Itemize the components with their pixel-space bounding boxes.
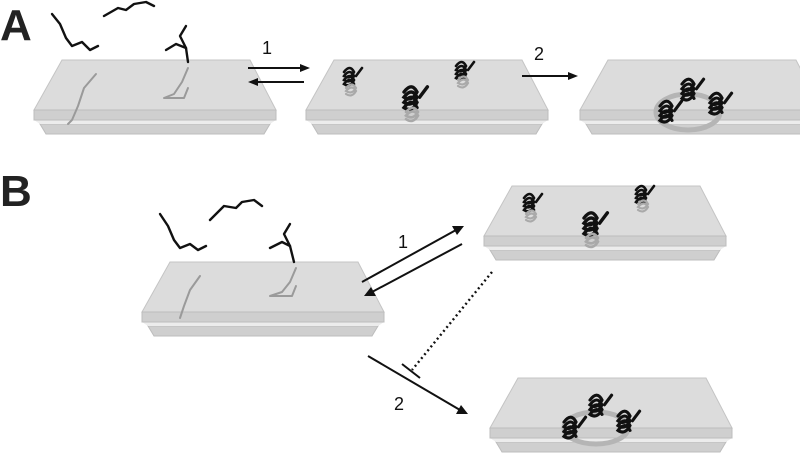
panel-b-step-1-label: 1 [398, 232, 408, 252]
panel-a-arrow-1 [248, 64, 310, 86]
panel-a-arrow-2 [522, 72, 578, 80]
panel-b-membrane-helices [483, 185, 727, 261]
panel-a-free-peptides [50, 0, 190, 125]
panel-b-arrow-1 [361, 226, 464, 296]
panel-b-inhibition [401, 271, 493, 379]
panel-b-label: B [0, 167, 32, 216]
panel-a-aggregate [653, 77, 734, 133]
panel-a-step-1-label: 1 [262, 38, 272, 58]
panel-a-label: A [0, 1, 32, 50]
panel-b-aggregate [561, 393, 642, 447]
panel-b-free-peptides [158, 198, 297, 319]
panel-a-membrane-helices [305, 59, 549, 135]
panel-b-membrane-unfolded [141, 261, 385, 337]
panel-a-step-2-label: 2 [534, 44, 544, 64]
panel-b-step-2-label: 2 [394, 394, 404, 414]
panel-b-arrow-2 [367, 355, 468, 414]
